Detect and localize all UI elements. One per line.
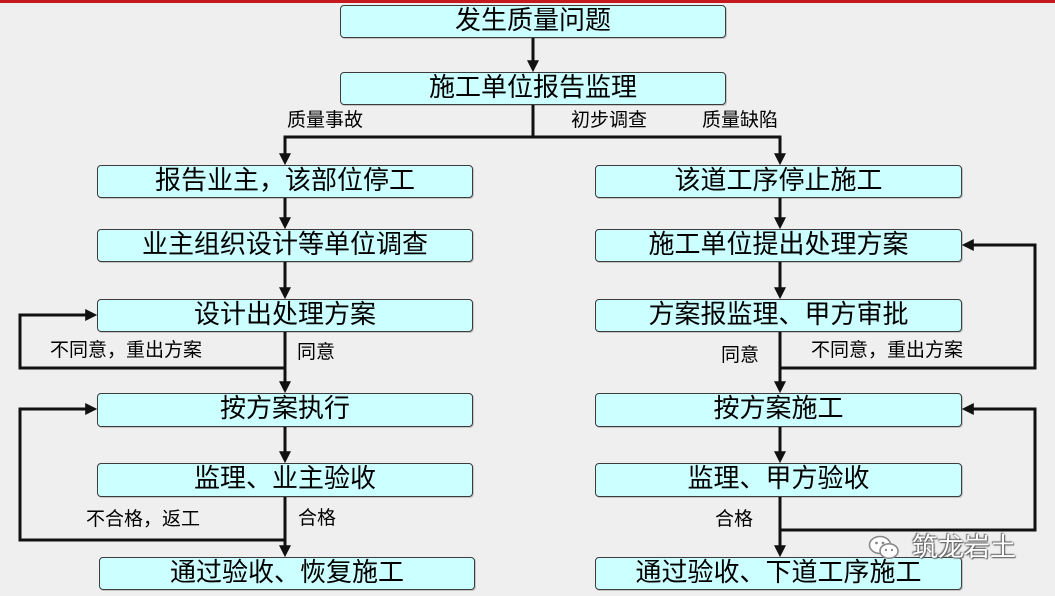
defect-step-next-process-box: 通过验收、下道工序施工 [595,557,962,590]
loop-accident-disagree [18,309,285,370]
accident-agree-label: 同意 [297,341,336,363]
defect-pass-label: 合格 [715,508,754,530]
defect-step-stop-process-box: 该道工序停止施工 [595,165,962,198]
branch-label-quality-defect: 质量缺陷 [702,109,779,131]
branch-label-quality-accident: 质量事故 [287,109,364,131]
defect-agree-label: 同意 [721,344,760,366]
watermark: 筑龙岩土 [866,532,1026,564]
top-accent-bar [0,0,1055,3]
loop-defect-disagree [780,239,1037,370]
accident-step-acceptance-box: 监理、业主验收 [97,463,473,497]
defect-step-construct-plan-box: 按方案施工 [595,393,962,427]
accident-step-resume-construction-box: 通过验收、恢复施工 [99,557,475,590]
defect-step-plan-approval-box: 方案报监理、甲方审批 [595,299,962,332]
defect-step-acceptance-box: 监理、甲方验收 [595,463,962,497]
start-box-quality-problem: 发生质量问题 [340,5,726,38]
branch-label-preliminary-investigation: 初步调查 [571,109,648,131]
accident-step-owner-investigation-box: 业主组织设计等单位调查 [97,229,473,262]
accident-fail-label: 不合格，返工 [86,508,201,530]
loop-accident-rework [18,403,285,542]
watermark-text: 筑龙岩土 [912,533,1017,563]
wechat-icon [868,535,899,559]
accident-disagree-label: 不同意，重出方案 [50,339,203,361]
loop-defect-rework [780,403,1037,532]
accident-pass-label: 合格 [298,507,337,529]
defect-disagree-label: 不同意，重出方案 [811,339,964,361]
accident-step-report-owner-box: 报告业主，该部位停工 [97,165,473,198]
defect-step-contractor-proposal-box: 施工单位提出处理方案 [595,229,962,262]
accident-step-execute-plan-box: 按方案执行 [97,393,473,427]
step-box-contractor-reports-supervisor: 施工单位报告监理 [340,72,726,105]
accident-step-design-solution-box: 设计出处理方案 [97,299,473,332]
